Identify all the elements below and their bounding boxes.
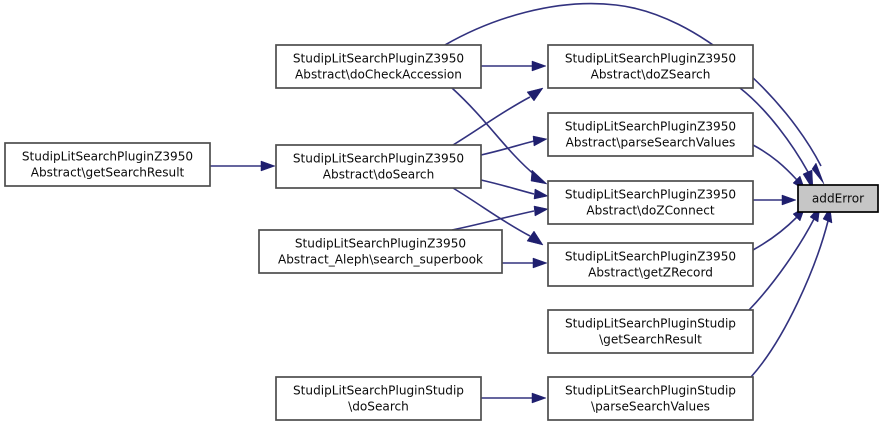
- node-label-line1: StudipLitSearchPluginZ3950: [565, 52, 736, 66]
- node-dosearch-z3950[interactable]: StudipLitSearchPluginZ3950 Abstract\doSe…: [275, 144, 482, 189]
- edge-docheckaccession-to-adderror: [444, 2, 825, 185]
- node-label-line1: StudipLitSearchPluginZ3950: [565, 188, 736, 202]
- node-label-line1: StudipLitSearchPluginStudip: [565, 317, 736, 331]
- node-label-line1: StudipLitSearchPluginZ3950: [565, 250, 736, 264]
- node-label-line1: StudipLitSearchPluginZ3950: [295, 237, 466, 251]
- node-label-line2: \getSearchResult: [599, 333, 702, 347]
- node-label-line1: StudipLitSearchPluginZ3950: [293, 152, 464, 166]
- node-label-line2: Abstract\getZRecord: [588, 266, 713, 280]
- edge-dosearch-to-getzrecord: [452, 187, 544, 246]
- edge-dosearch-to-parsesearchvalues: [480, 135, 548, 156]
- node-label-line2: Abstract\parseSearchValues: [566, 136, 736, 150]
- node-dozconnect[interactable]: StudipLitSearchPluginZ3950 Abstract\doZC…: [547, 180, 754, 225]
- node-label-line2: Abstract\doZSearch: [591, 68, 711, 82]
- node-label-line2: Abstract\getSearchResult: [31, 166, 185, 180]
- node-label-line1: StudipLitSearchPluginZ3950: [293, 52, 464, 66]
- node-label-adderror: addError: [812, 192, 864, 206]
- node-parsesearchvalues-studip[interactable]: StudipLitSearchPluginStudip \parseSearch…: [547, 376, 754, 421]
- edge-layer: [210, 2, 833, 404]
- node-label-line2: Abstract\doZConnect: [586, 204, 714, 218]
- node-label-line2: Abstract\doSearch: [323, 168, 434, 182]
- node-label-line2: Abstract_Aleph\search_superbook: [278, 253, 483, 267]
- node-label-line1: StudipLitSearchPluginStudip: [293, 384, 464, 398]
- edge-getsearchresult-to-dosearch: [210, 160, 276, 172]
- node-docheckaccession[interactable]: StudipLitSearchPluginZ3950 Abstract\doCh…: [275, 44, 482, 89]
- node-layer: StudipLitSearchPluginZ3950 Abstract\getS…: [4, 44, 879, 421]
- edge-dosearch-to-dozconnect: [480, 179, 549, 200]
- node-label-line2: \parseSearchValues: [591, 400, 710, 414]
- node-label-line2: Abstract\doCheckAccession: [295, 68, 462, 82]
- edge-parsesearchvalues-to-adderror: [752, 144, 806, 191]
- edge-getzrecord-to-adderror: [752, 206, 806, 251]
- node-label-line2: \doSearch: [348, 400, 409, 414]
- node-label-line1: StudipLitSearchPluginZ3950: [565, 120, 736, 134]
- node-dosearch-studip[interactable]: StudipLitSearchPluginStudip \doSearch: [275, 376, 482, 421]
- node-label-line1: StudipLitSearchPluginZ3950: [22, 150, 193, 164]
- edge-docheckaccession-to-dozsearch: [481, 60, 547, 72]
- edge-parsesearchvaluesstudip-to-adderror: [750, 206, 833, 378]
- node-getsearchresult-z3950[interactable]: StudipLitSearchPluginZ3950 Abstract\getS…: [4, 142, 211, 187]
- node-getsearchresult-studip[interactable]: StudipLitSearchPluginStudip \getSearchRe…: [547, 309, 754, 354]
- node-parsesearchvalues-z3950[interactable]: StudipLitSearchPluginZ3950 Abstract\pars…: [547, 112, 754, 157]
- node-search-superbook[interactable]: StudipLitSearchPluginZ3950 Abstract_Alep…: [258, 229, 503, 274]
- node-label-line1: StudipLitSearchPluginStudip: [565, 384, 736, 398]
- edge-dozconnect-to-adderror: [753, 194, 797, 206]
- node-getzrecord[interactable]: StudipLitSearchPluginZ3950 Abstract\getZ…: [547, 242, 754, 287]
- edge-dosearchstudip-to-parsesearchvaluesstudip: [481, 392, 547, 404]
- edge-dosearch-to-dozsearch: [452, 87, 544, 146]
- node-adderror[interactable]: addError: [797, 184, 879, 213]
- edge-getsearchresultstudip-to-adderror: [748, 205, 821, 311]
- edge-searchsuperbook-to-dozconnect: [451, 205, 549, 231]
- node-dozsearch[interactable]: StudipLitSearchPluginZ3950 Abstract\doZS…: [547, 44, 754, 89]
- edge-searchsuperbook-to-getzrecord: [502, 257, 548, 269]
- edge-docheckaccession-to-dozconnect: [451, 87, 548, 185]
